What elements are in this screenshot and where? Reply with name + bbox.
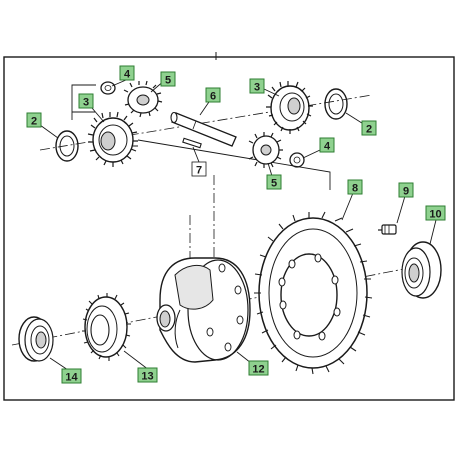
callout-10: 10 xyxy=(425,205,446,221)
svg-text:6: 6 xyxy=(210,91,216,103)
callout-5-lower: 5 xyxy=(266,174,282,190)
ring-gear xyxy=(254,211,373,375)
svg-text:4: 4 xyxy=(124,69,131,81)
thrust-washer-4-left xyxy=(100,81,116,95)
callout-5-top: 5 xyxy=(160,71,176,87)
svg-text:13: 13 xyxy=(141,371,153,383)
seal-left xyxy=(18,316,54,362)
svg-text:3: 3 xyxy=(254,82,260,94)
bearing-right xyxy=(401,241,442,299)
thrust-washer-4-right xyxy=(289,152,305,168)
callout-4-right: 4 xyxy=(319,137,335,153)
callout-8: 8 xyxy=(347,179,363,195)
callout-6: 6 xyxy=(205,87,221,103)
callout-7: 7 xyxy=(191,161,207,177)
callout-4-top: 4 xyxy=(119,65,135,81)
svg-text:5: 5 xyxy=(271,178,277,190)
differential-case xyxy=(156,257,251,363)
callout-14: 14 xyxy=(61,368,82,384)
callout-3-right: 3 xyxy=(249,78,265,94)
svg-text:3: 3 xyxy=(83,97,89,109)
callout-13: 13 xyxy=(137,367,158,383)
side-gear-right xyxy=(266,81,313,134)
callout-3-left: 3 xyxy=(78,93,94,109)
callout-12: 12 xyxy=(248,360,269,376)
callout-9: 9 xyxy=(398,182,414,198)
diagram-frame xyxy=(3,56,455,401)
pinion-gear-right xyxy=(248,132,283,168)
svg-text:12: 12 xyxy=(252,364,264,376)
pinion-gear-left xyxy=(123,80,163,118)
svg-text:2: 2 xyxy=(366,124,372,136)
svg-text:2: 2 xyxy=(31,116,37,128)
svg-text:10: 10 xyxy=(429,209,441,221)
svg-text:4: 4 xyxy=(324,141,331,153)
cross-shaft xyxy=(170,111,237,147)
svg-text:5: 5 xyxy=(165,75,171,87)
roll-pin xyxy=(182,137,202,149)
bearing-left xyxy=(82,293,131,361)
side-gear-left xyxy=(87,111,138,167)
callout-2-left: 2 xyxy=(26,112,42,128)
thrust-washer-left xyxy=(55,130,79,162)
svg-text:14: 14 xyxy=(65,372,78,384)
callout-2-right: 2 xyxy=(361,120,377,136)
ring-gear-bolt xyxy=(378,224,397,235)
svg-text:8: 8 xyxy=(352,183,358,195)
thrust-washer-right xyxy=(324,88,348,120)
svg-text:7: 7 xyxy=(196,165,202,177)
svg-text:9: 9 xyxy=(403,186,409,198)
